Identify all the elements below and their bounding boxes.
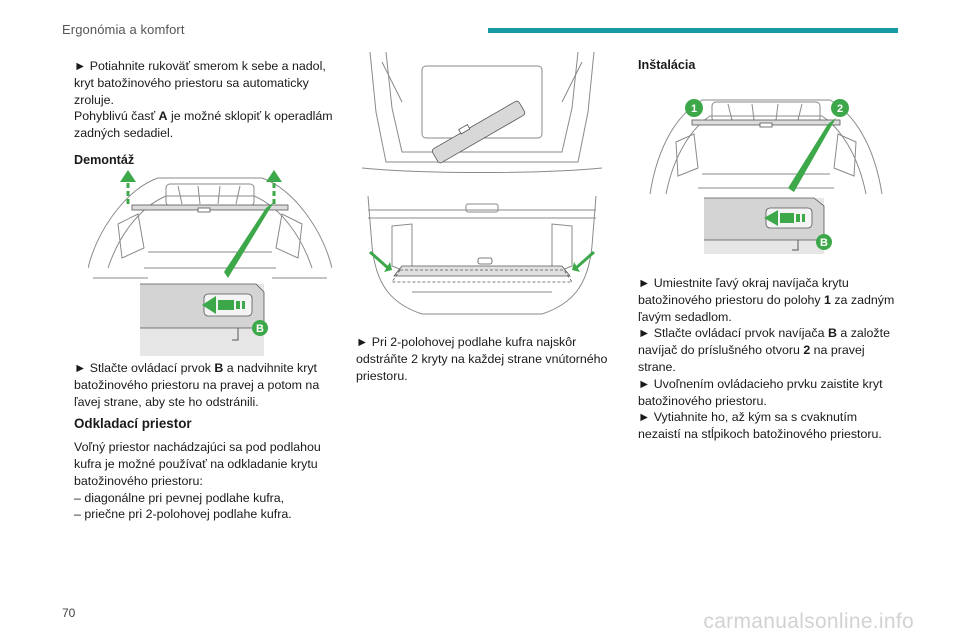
instruction-pull-until-click: ► Vytiahnite ho, až kým sa s cvaknutím n… [638,410,882,442]
instruction-pull-handle: ► Potiahnite rukoväť smerom k sebe a nad… [74,59,326,107]
removal-figure: B [88,168,332,358]
column-3: ► Umiestnite ľavý okraj navíjača krytu b… [638,275,900,443]
storage-description: Voľný priestor nachádzajúci sa pod podla… [74,440,321,488]
marker-1-badge [685,99,703,117]
install-heading: Inštalácia [638,58,696,72]
instruction-place-left-edge: ► Umiestnite ľavý okraj navíjača krytu b… [638,276,895,324]
storage-figure-bottom [362,196,602,322]
instruction-press-b: ► Stlačte ovládací prvok B a nadvihnite … [74,361,320,409]
install-figure: 1 2 B [648,84,884,254]
label-b-text: B [820,237,828,249]
column-1-lower: ► Stlačte ovládací prvok B a nadvihnite … [74,360,336,523]
marker-1-text: 1 [691,103,697,115]
label-b-text: B [256,323,264,335]
storage-list-item-2: – priečne pri 2-polohovej podlahe kufra. [74,507,292,522]
column-2: ► Pri 2-polohovej podlahe kufra najskôr … [356,334,618,384]
marker-2-badge [831,99,849,117]
watermark: carmanualsonline.info [703,610,914,633]
instruction-remove-covers: ► Pri 2-polohovej podlahe kufra najskôr … [356,335,608,383]
section-title: Ergonómia a komfort [62,22,185,37]
instruction-press-roller-b: ► Stlačte ovládací prvok navíjača B a za… [638,326,890,374]
instruction-release-control: ► Uvoľnením ovládacieho prvku zaistite k… [638,376,883,408]
header-accent-bar [488,28,898,33]
column-1: ► Potiahnite rukoväť smerom k sebe a nad… [74,58,336,175]
label-b-badge [816,234,832,250]
removal-heading: Demontáž [74,152,135,167]
page-number: 70 [62,606,76,620]
storage-figure-top [362,52,602,178]
storage-list-item-1: – diagonálne pri pevnej podlahe kufra, [74,490,285,505]
label-b-badge [252,320,268,336]
marker-2-text: 2 [837,103,843,115]
storage-heading: Odkladací priestor [74,416,192,432]
movable-part-note: Pohyblivú časť A je možné sklopiť k oper… [74,109,333,141]
